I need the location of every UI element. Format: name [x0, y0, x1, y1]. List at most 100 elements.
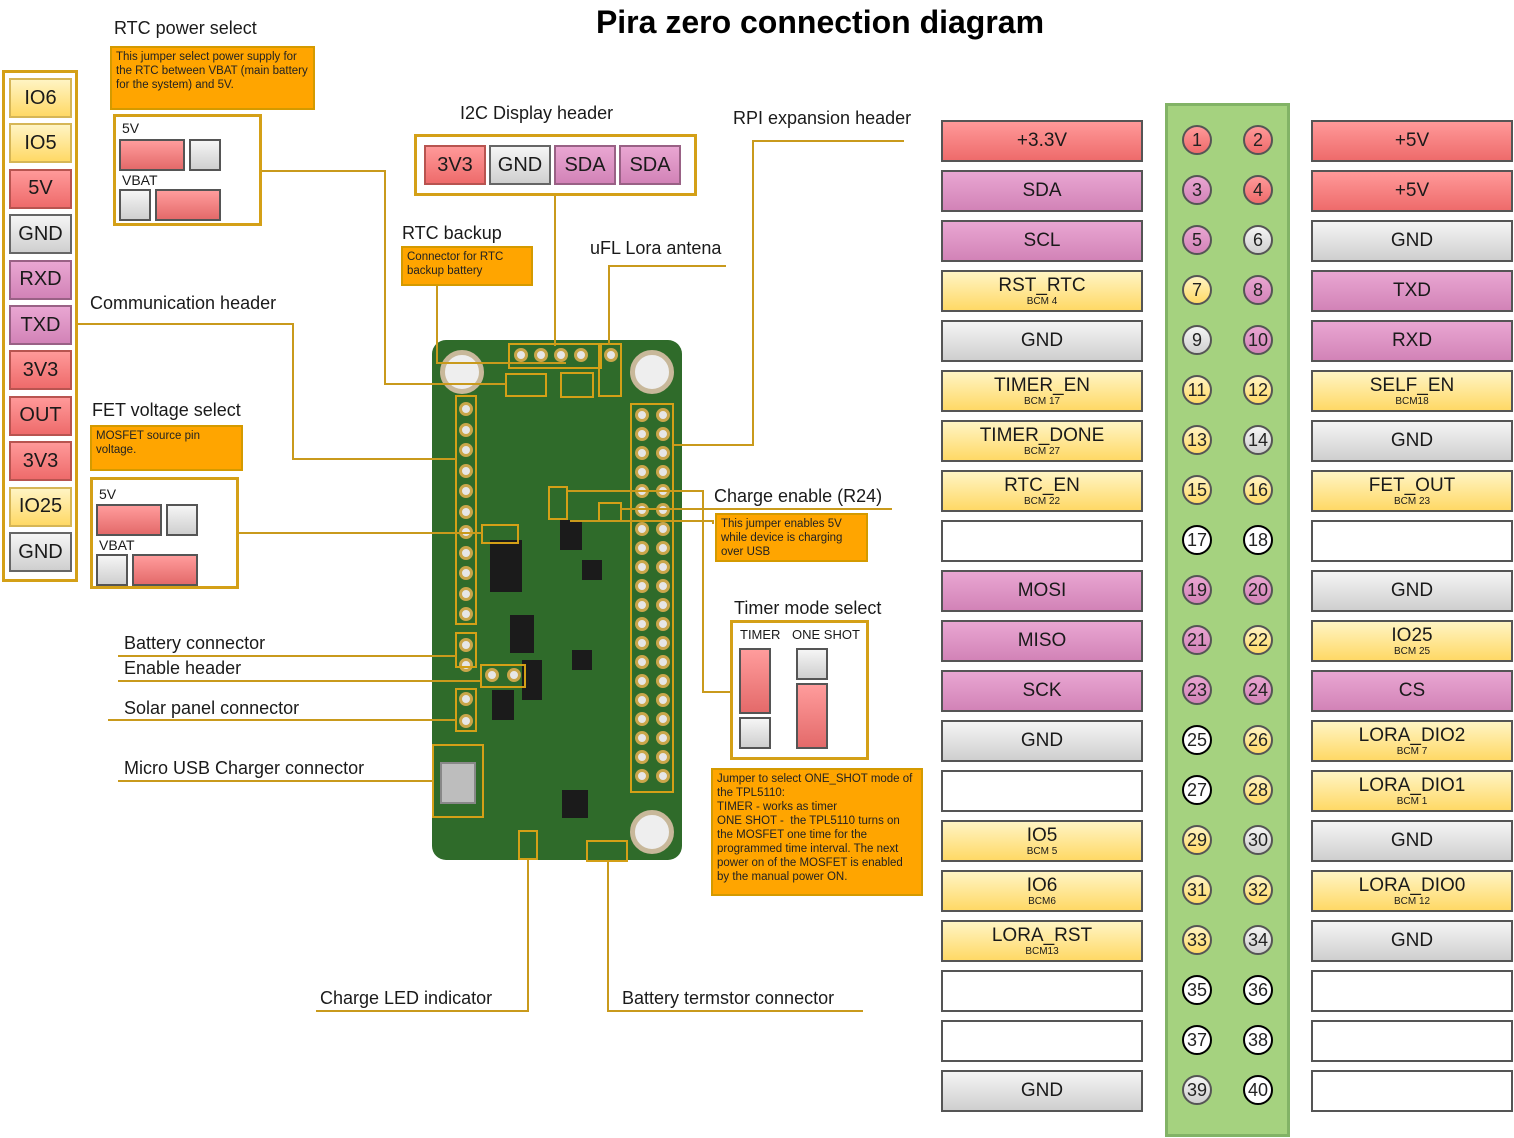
pcb-hole — [534, 348, 548, 362]
gpio-bcm-number: BCM 27 — [1023, 445, 1061, 457]
board-comm-header-outline — [455, 395, 477, 625]
gpio-pin-number: 9 — [1182, 325, 1212, 355]
pcb-hole — [459, 463, 473, 478]
gpio-pin-number: 20 — [1243, 575, 1273, 605]
gpio-pin-number: 21 — [1182, 625, 1212, 655]
rtc-jumper-5v-cap — [119, 139, 185, 171]
gpio-signal-name: MOSI — [1017, 580, 1067, 601]
fet-vbat-label: VBAT — [99, 537, 135, 553]
gpio-bcm-number: BCM 25 — [1393, 645, 1431, 657]
pcb-hole — [656, 712, 670, 726]
board-charge-jumper-outline — [598, 502, 622, 522]
pcb-hole — [635, 674, 649, 688]
board-rtc-backup-outline — [560, 372, 594, 398]
gpio-right-label: GND — [1311, 820, 1513, 862]
pcb-hole — [635, 427, 649, 441]
mounting-hole-top-right — [630, 350, 674, 394]
one-shot-jumper-pin — [796, 648, 828, 680]
rtc-vbat-label: VBAT — [122, 172, 158, 188]
pcb-hole — [656, 693, 670, 707]
gpio-left-label — [941, 770, 1143, 812]
gpio-signal-name: GND — [1020, 330, 1064, 351]
gpio-pin-number: 4 — [1243, 175, 1273, 205]
enable-header-label: Enable header — [124, 658, 242, 678]
comm-pin: 5V — [9, 168, 72, 209]
pcb-hole — [656, 446, 670, 460]
i2c-display-header-label: I2C Display header — [460, 103, 614, 123]
pcb-hole — [656, 655, 670, 669]
battery-connector-label: Battery connector — [124, 633, 266, 653]
battery-termistor-label: Battery termstor connector — [622, 988, 835, 1008]
pcb-hole — [656, 579, 670, 593]
gpio-pin-number: 10 — [1243, 325, 1273, 355]
pcb-hole — [604, 348, 618, 362]
gpio-pin-number: 40 — [1243, 1075, 1273, 1105]
gpio-left-label: MOSI — [941, 570, 1143, 612]
gpio-right-label: TXD — [1311, 270, 1513, 312]
ic-chip — [560, 520, 582, 550]
gpio-signal-name: +3.3V — [1016, 130, 1068, 151]
pcb-hole — [459, 402, 473, 416]
ufl-lora-antenna-label: uFL Lora antena — [590, 238, 722, 258]
gpio-signal-name: GND — [1390, 230, 1434, 251]
gpio-right-label: +5V — [1311, 120, 1513, 162]
fet-voltage-select-label: FET voltage select — [92, 400, 241, 420]
gpio-right-label — [1311, 970, 1513, 1012]
board-rpi-header-outline — [630, 403, 674, 793]
ic-chip — [522, 660, 542, 700]
pcb-hole — [635, 503, 649, 517]
pcb-hole — [459, 692, 473, 706]
gpio-pin-number: 17 — [1182, 525, 1212, 555]
pcb-hole — [656, 503, 670, 517]
gpio-signal-name: TXD — [1393, 280, 1431, 301]
pcb-hole — [459, 638, 473, 652]
gpio-bcm-number: BCM18 — [1395, 395, 1429, 407]
pcb-hole — [656, 750, 670, 764]
rtc-jumper-5v-pin — [189, 139, 221, 171]
gpio-pin-number: 22 — [1243, 625, 1273, 655]
gpio-left-label: +3.3V — [941, 120, 1143, 162]
pcb-hole — [656, 636, 670, 650]
gpio-bcm-number: BCM 1 — [1396, 795, 1428, 807]
gpio-pin-number: 25 — [1182, 725, 1212, 755]
gpio-signal-name: IO5 — [1026, 824, 1058, 846]
pcb-hole — [485, 668, 499, 682]
rtc-5v-label: 5V — [122, 120, 140, 136]
gpio-right-label — [1311, 1020, 1513, 1062]
gpio-signal-name: TIMER_DONE — [979, 424, 1105, 446]
comm-pin: GND — [9, 532, 72, 572]
fet-5v-label: 5V — [99, 486, 117, 502]
gpio-pin-number: 39 — [1182, 1075, 1212, 1105]
pcb-hole — [656, 598, 670, 612]
pcb-hole — [635, 522, 649, 536]
gpio-pin-number: 1 — [1182, 125, 1212, 155]
rtc-power-select-label: RTC power select — [114, 18, 257, 38]
comm-pin: IO6 — [9, 78, 72, 118]
comm-pin: IO25 — [9, 486, 72, 527]
gpio-pin-number: 24 — [1243, 675, 1273, 705]
gpio-pin-number: 27 — [1182, 775, 1212, 805]
fet-jumper-5v-cap — [96, 504, 162, 536]
pcb-hole — [514, 348, 528, 362]
pcb-hole — [459, 545, 473, 560]
gpio-signal-name: TIMER_EN — [993, 374, 1091, 396]
gpio-left-label: SCL — [941, 220, 1143, 262]
rtc-power-note: This jumper select power supply for the … — [110, 46, 315, 110]
i2c-pin: 3V3 — [424, 145, 486, 185]
gpio-pin-number: 7 — [1182, 275, 1212, 305]
pcb-hole — [507, 668, 521, 682]
gpio-pin-number: 6 — [1243, 225, 1273, 255]
pcb-hole — [459, 443, 473, 457]
board-timer-jumper-outline — [548, 486, 568, 520]
gpio-signal-name: FET_OUT — [1368, 474, 1456, 496]
comm-pin: OUT — [9, 395, 72, 436]
gpio-pin-number: 38 — [1243, 1025, 1273, 1055]
gpio-left-label: GND — [941, 720, 1143, 762]
pcb-hole — [635, 408, 649, 422]
gpio-pin-number: 11 — [1182, 375, 1212, 405]
gpio-signal-name: GND — [1390, 580, 1434, 601]
solar-panel-connector-label: Solar panel connector — [124, 698, 300, 718]
